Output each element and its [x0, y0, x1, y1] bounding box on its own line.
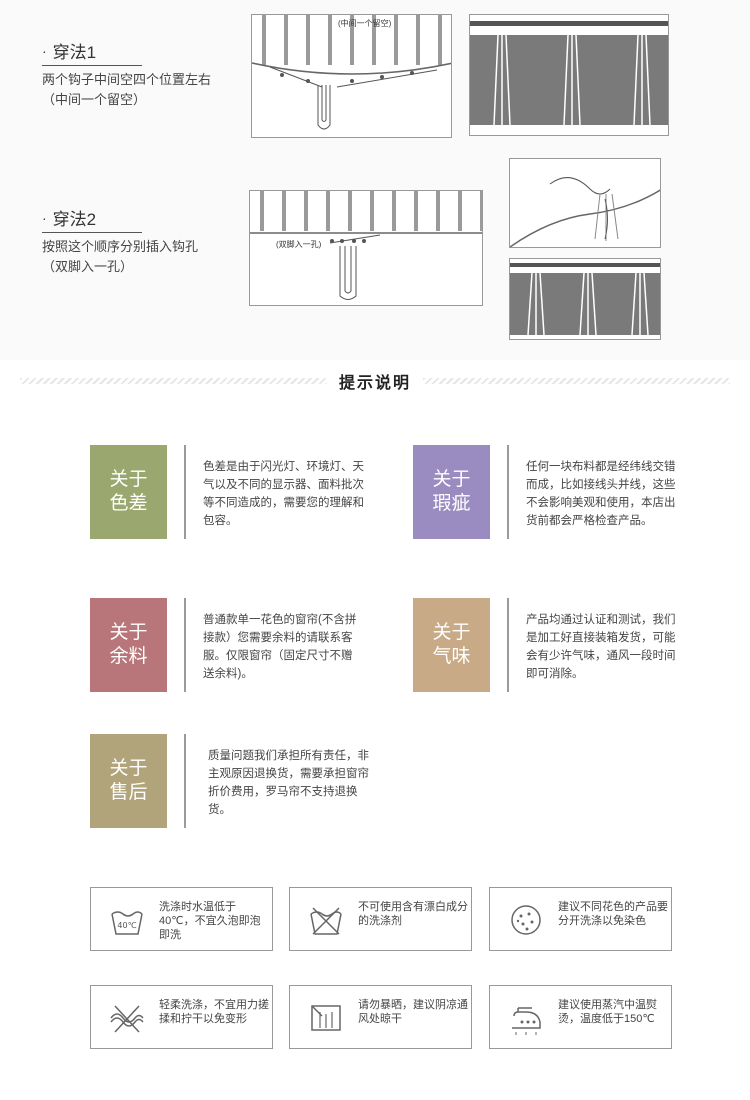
care-text: 请勿暴晒，建议阴凉通风处晾干 [358, 999, 468, 1025]
hook-diagram-lines [252, 62, 451, 130]
method-1-underline [42, 65, 142, 66]
tip-text: 产品均通过认证和测试，我们是加工好直接装箱发货，可能会有少许气味，通风一段时间即… [526, 614, 676, 680]
no-bleach-icon [310, 907, 342, 935]
tip-label-box: 关于余料 [90, 598, 167, 692]
method-2-title: 穿法2 [52, 210, 97, 229]
method-1-desc-line2: （中间一个留空） [42, 92, 147, 107]
care-item-shade-dry: 请勿暴晒，建议阴凉通风处晾干 [289, 985, 472, 1049]
method-1-pleat-diagram [469, 14, 669, 136]
shade-dry-icon [311, 1005, 341, 1031]
threading-section: · 穿法1 两个钩子中间空四个位置左右 （中间一个留空） (中间一个留空) [0, 0, 750, 360]
section-heading: 提示说明 [20, 366, 731, 396]
care-text: 轻柔洗涤，不宜用力搓揉和拧干以免变形 [159, 999, 269, 1025]
tip-label-box: 关于色差 [90, 445, 167, 539]
care-text: 洗涤时水温低于40℃，不宜久泡即泡即洗 [159, 901, 261, 941]
bullet-dot: · [42, 42, 47, 59]
tip-text: 任何一块布料都是经纬线交错而成，比如接线头并线，这些不会影响美观和使用，本店出货… [526, 461, 676, 527]
tip-label-box: 关于气味 [413, 598, 490, 692]
tip-divider [184, 598, 186, 692]
care-item-gentle-wash: 轻柔洗涤，不宜用力搓揉和拧干以免变形 [90, 985, 273, 1049]
svg-text:40℃: 40℃ [117, 921, 136, 930]
care-item-steam-iron: 建议使用蒸汽中温熨烫，温度低于150℃ [489, 985, 672, 1049]
method-1-title: 穿法1 [52, 43, 97, 62]
care-text: 不可使用含有漂白成分的洗涤剂 [358, 901, 468, 927]
tip-label-box: 关于瑕疵 [413, 445, 490, 539]
method-2: · 穿法2 按照这个顺序分别插入钩孔 （双脚入一孔） [42, 205, 198, 277]
tip-divider [507, 445, 509, 539]
method-2-desc-line1: 按照这个顺序分别插入钩孔 [42, 239, 199, 254]
method-2-desc-line2: （双脚入一孔） [42, 259, 134, 274]
method-2-hook-detail-diagram [509, 158, 661, 248]
pleat-lines [493, 34, 651, 126]
tip-divider [507, 598, 509, 692]
method-1-desc-line1: 两个钩子中间空四个位置左右 [42, 72, 212, 87]
care-text: 建议使用蒸汽中温熨烫，温度低于150℃ [558, 999, 657, 1025]
method-1-hook-diagram: (中间一个留空) [251, 14, 452, 138]
care-item-separate-wash: 建议不同花色的产品要分开洗涤以免染色 [489, 887, 672, 951]
pleat-lines-2 [527, 272, 649, 336]
method-1: · 穿法1 两个钩子中间空四个位置左右 （中间一个留空） [42, 38, 211, 110]
diagram-label-1: (中间一个留空) [338, 19, 392, 28]
bullet-dot: · [42, 209, 47, 226]
tip-divider [184, 734, 186, 828]
no-wring-icon [110, 1005, 144, 1033]
hook-detail-lines [510, 177, 660, 247]
diagram-label-2: (双脚入一孔) [276, 240, 322, 249]
wash-40-icon: 40℃ [111, 911, 143, 935]
section-heading-title: 提示说明 [339, 375, 412, 392]
hook-diagram-2-lines [250, 232, 482, 300]
care-text: 建议不同花色的产品要分开洗涤以免染色 [558, 901, 668, 927]
care-item-wash-temp: 40℃ 洗涤时水温低于40℃，不宜久泡即泡即洗 [90, 887, 273, 951]
care-item-no-bleach: 不可使用含有漂白成分的洗涤剂 [289, 887, 472, 951]
tip-text: 色差是由于闪光灯、环境灯、天气以及不同的显示器、面料批次等不同造成的，需要您的理… [203, 461, 364, 527]
method-2-underline [42, 232, 142, 233]
separate-wash-icon [511, 905, 541, 935]
tip-divider [184, 445, 186, 539]
tip-text: 质量问题我们承担所有责任，非主观原因退换货，需要承担窗帘折价费用，罗马帘不支持退… [208, 750, 369, 816]
method-2-pleat-diagram [509, 258, 661, 340]
tip-text: 普通款单一花色的窗帘(不含拼接款）您需要余料的请联系客服。仅限窗帘（固定尺寸不赠… [203, 614, 357, 680]
tip-label-box: 关于售后 [90, 734, 167, 828]
method-2-hook-diagram: (双脚入一孔) [249, 190, 483, 306]
steam-iron-icon [512, 1007, 541, 1035]
